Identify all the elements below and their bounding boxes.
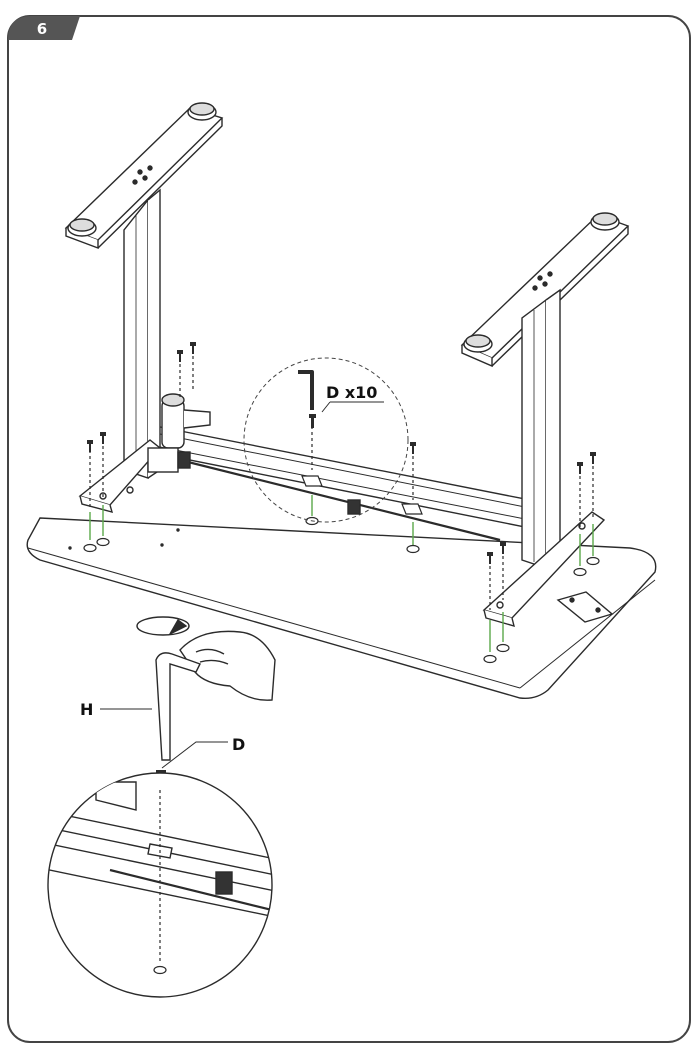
screw-green-guides xyxy=(89,495,594,652)
detail-magnifier xyxy=(47,772,273,998)
allen-key-icon xyxy=(298,370,314,410)
screw-holes xyxy=(83,516,600,664)
right-leg xyxy=(460,212,630,628)
cross-beam xyxy=(149,424,531,542)
hand-icon xyxy=(179,630,276,701)
step-badge: 6 xyxy=(8,16,80,40)
wrench-h xyxy=(155,652,201,761)
tool-label-h: H xyxy=(80,700,93,719)
hardware-callout: D x10 xyxy=(243,357,409,523)
step-number: 6 xyxy=(37,20,47,38)
beam-clips xyxy=(301,475,423,515)
screw-icon xyxy=(309,414,316,428)
tabletop xyxy=(26,517,657,700)
screw-guides xyxy=(89,350,594,610)
rotate-arrow-icon xyxy=(136,616,190,636)
frame-border xyxy=(7,15,691,1043)
left-leg xyxy=(64,102,224,513)
screw-label-d: D xyxy=(232,735,245,754)
hardware-quantity-label: D x10 xyxy=(326,383,377,402)
screws xyxy=(87,342,596,564)
